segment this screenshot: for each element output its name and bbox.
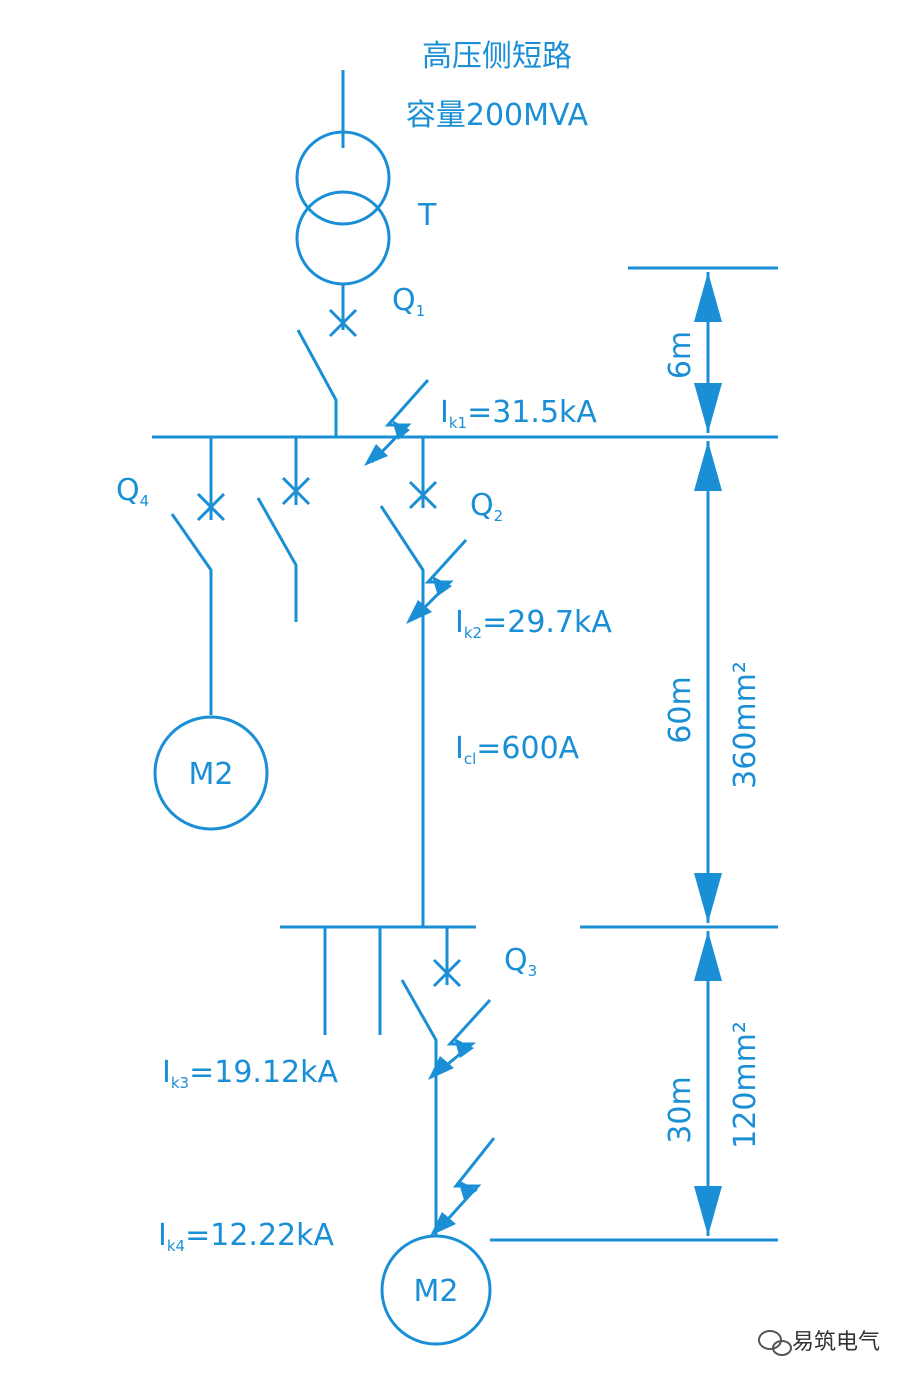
fault-k3-arrow [428, 998, 492, 1080]
ik3-label-sub: k3 [171, 1074, 189, 1092]
ik4-label-main: I [158, 1218, 167, 1253]
q4-label-main: Q [116, 473, 140, 508]
dim-label-120mm2: 120mm² [728, 1021, 763, 1149]
motor-bottom-circle [380, 1234, 492, 1346]
ik1-label-value: =31.5kA [467, 395, 597, 430]
q3-switch-blade [400, 979, 438, 1236]
dim-label-60m: 60m [663, 676, 698, 743]
q2-breaker-cross [408, 480, 438, 510]
header-line-1: 高压侧短路 [422, 39, 572, 74]
transformer-label: T [417, 198, 437, 233]
fault-k4-arrow [430, 1137, 496, 1236]
q2-switch-blade [379, 505, 425, 927]
spare-breaker-cross [281, 476, 311, 506]
q2-label-sub: 2 [494, 507, 504, 525]
fault-k2-arrow [406, 538, 468, 624]
ik2-label-main: I [455, 605, 464, 640]
ik1-label: Ik1=31.5kA [440, 395, 597, 432]
motor-left-label: M2 [189, 757, 234, 792]
transformer-winding-1 [295, 130, 391, 226]
ik4-label: Ik4=12.22kA [158, 1218, 334, 1255]
motor-left-circle [153, 715, 269, 831]
q2-label-main: Q [470, 488, 494, 523]
ik3-label-main: I [162, 1055, 171, 1090]
q3-label-main: Q [504, 943, 528, 978]
ik1-label-sub: k1 [449, 414, 467, 432]
arrowhead-60m-bottom [694, 873, 722, 923]
motor-bottom-label: M2 [414, 1274, 459, 1309]
icl-label-sub: cl [464, 750, 476, 768]
transformer-winding-2 [295, 190, 391, 286]
q2-label: Q2 [470, 488, 503, 525]
watermark-text: 易筑电气 [792, 1330, 880, 1355]
q3-label: Q3 [504, 943, 537, 980]
q4-label: Q4 [116, 473, 149, 510]
q1-switch-blade [296, 329, 338, 437]
dim-label-360mm2: 360mm² [728, 661, 763, 789]
ik3-label: Ik3=19.12kA [162, 1055, 338, 1092]
icl-label: Icl=600A [455, 731, 580, 768]
q3-label-sub: 3 [528, 962, 538, 980]
q1-label: Q1 [392, 283, 425, 320]
ik1-label-main: I [440, 395, 449, 430]
icl-label-main: I [455, 731, 464, 766]
dim-label-6m: 6m [663, 331, 698, 379]
arrowhead-6m-top [694, 272, 722, 322]
fault-k1-arrow [364, 379, 430, 466]
spare-switch-blade [256, 497, 298, 622]
arrowhead-6m-bottom [694, 383, 722, 433]
q4-label-sub: 4 [140, 492, 150, 510]
ik2-label-sub: k2 [464, 624, 482, 642]
ik4-label-value: =12.22kA [185, 1218, 334, 1253]
arrowhead-60m-top [694, 441, 722, 491]
q4-switch-blade [170, 513, 213, 715]
ik2-label: Ik2=29.7kA [455, 605, 612, 642]
q1-breaker-cross [328, 308, 358, 338]
ik4-label-sub: k4 [167, 1237, 185, 1255]
dim-label-30m: 30m [663, 1076, 698, 1143]
header-line-2: 容量200MVA [406, 98, 589, 133]
dim-arrowheads [694, 272, 722, 1236]
arrowhead-30m-bottom [694, 1186, 722, 1236]
q3-breaker-cross [432, 958, 462, 988]
icl-label-value: =600A [476, 731, 579, 766]
ik2-label-value: =29.7kA [482, 605, 612, 640]
arrowhead-30m-top [694, 931, 722, 981]
q4-breaker-cross [196, 492, 226, 522]
ik3-label-value: =19.12kA [189, 1055, 338, 1090]
q1-label-main: Q [392, 283, 416, 318]
q1-label-sub: 1 [416, 302, 426, 320]
wechat-icon [758, 1330, 792, 1356]
